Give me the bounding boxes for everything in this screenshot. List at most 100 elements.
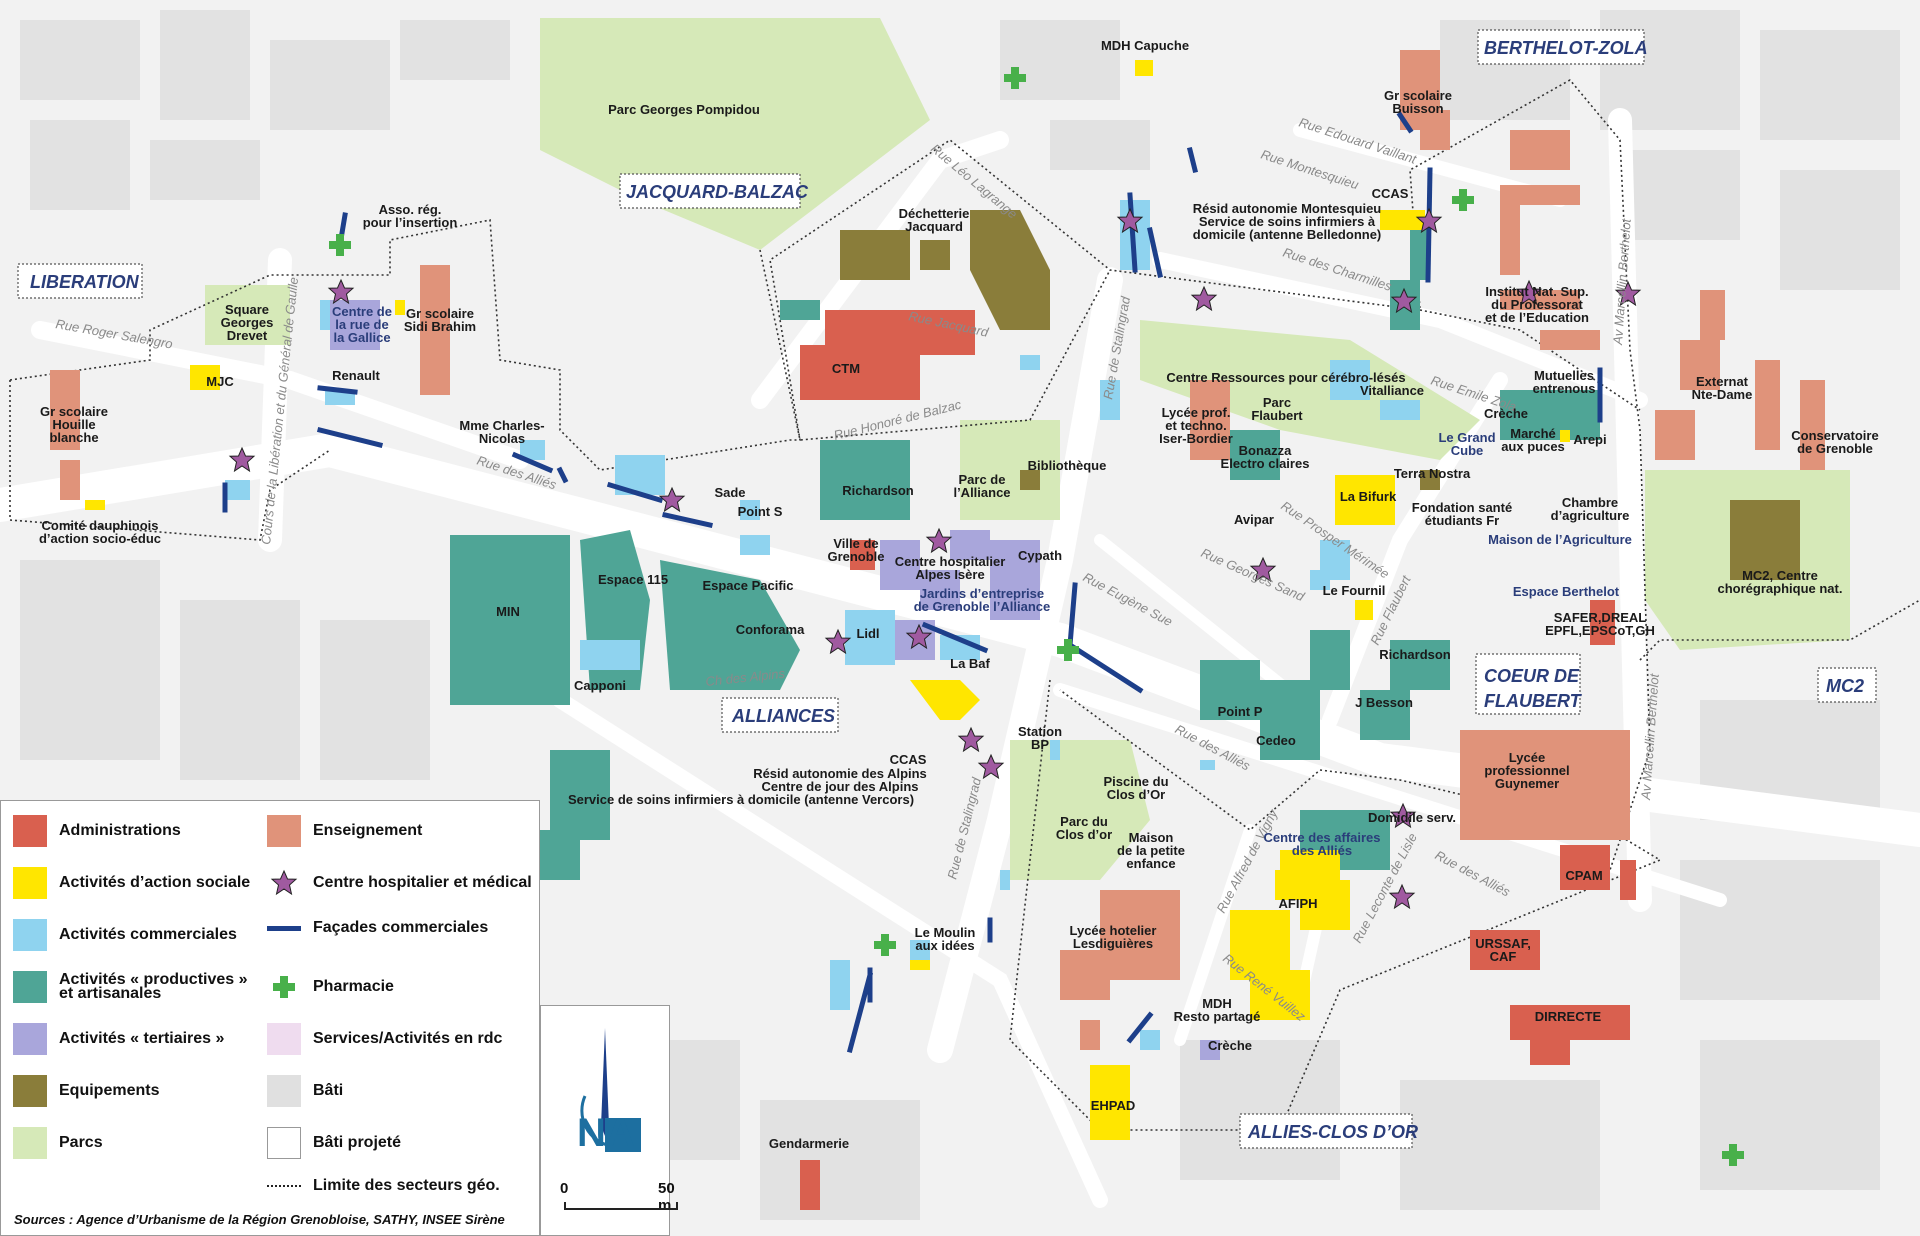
line-icon bbox=[267, 925, 301, 931]
label-creche-north: Crèche bbox=[1484, 406, 1528, 421]
label-point-p: Point P bbox=[1218, 704, 1263, 719]
label-fournil: Le Fournil bbox=[1323, 583, 1386, 598]
label-charles-2: Nicolas bbox=[479, 431, 525, 446]
label-houille-2: Houille bbox=[52, 417, 95, 432]
legend-swatch bbox=[13, 815, 47, 847]
legend-swatch bbox=[13, 1075, 47, 1107]
north-arrow-icon: NA bbox=[577, 1028, 641, 1155]
label-ehpad: EHPAD bbox=[1091, 1098, 1136, 1113]
legend-swatch bbox=[13, 971, 47, 1003]
label-houille-3: blanche bbox=[49, 430, 98, 445]
label-square-1: Square bbox=[225, 302, 269, 317]
label-ctm: CTM bbox=[832, 361, 860, 376]
label-lesdiguieres-2: Lesdiguières bbox=[1073, 936, 1153, 951]
sector-liberation: LIBERATION bbox=[17, 263, 143, 299]
scale-zero: 0 bbox=[560, 1180, 569, 1197]
label-conforama: Conforama bbox=[736, 622, 805, 637]
legend-productives: Activités « productives »et artisanales bbox=[13, 971, 248, 1003]
legend-swatch bbox=[267, 815, 301, 847]
sector-mc2: MC2 bbox=[1817, 667, 1877, 703]
background-buildings bbox=[20, 10, 1900, 1220]
label-montesquieu-1: Résid autonomie Montesquieu bbox=[1193, 201, 1382, 216]
legend-swatch bbox=[267, 1023, 301, 1055]
label-mjc: MJC bbox=[206, 374, 234, 389]
label-lycee-prof-1: Lycée prof. bbox=[1162, 405, 1231, 420]
label-clos-or-1: Parc du bbox=[1060, 814, 1108, 829]
label-clos-or-2: Clos d’or bbox=[1056, 827, 1112, 842]
label-affaires-2: des Alliés bbox=[1292, 843, 1352, 858]
label-parc-alliance-2: l’Alliance bbox=[953, 485, 1010, 500]
label-square-2: Georges bbox=[221, 315, 274, 330]
label-decheterie-2: Jacquard bbox=[905, 219, 963, 234]
label-parc-pompidou: Parc Georges Pompidou bbox=[608, 102, 760, 117]
legend-pharmacie: Pharmacie bbox=[267, 971, 394, 1003]
label-moulin-2: aux idées bbox=[915, 938, 974, 953]
label-montesquieu-2: Service de soins infirmiers à bbox=[1199, 214, 1376, 229]
legend-services-rdc: Services/Activités en rdc bbox=[267, 1023, 502, 1055]
label-lycee-prof-2: et techno. bbox=[1165, 418, 1226, 433]
label-alpins-1: Résid autonomie des Alpins bbox=[753, 766, 927, 781]
legend-swatch bbox=[267, 1127, 301, 1159]
label-asso-1: Asso. rég. bbox=[379, 202, 442, 217]
label-fondation-2: étudiants Fr bbox=[1425, 513, 1499, 528]
legend-bati: Bâti bbox=[267, 1075, 343, 1107]
label-asso-2: pour l’insertion bbox=[363, 215, 458, 230]
label-capponi: Capponi bbox=[574, 678, 626, 693]
sector-jacquard-balzac: JACQUARD-BALZAC bbox=[619, 173, 809, 209]
label-cpam: CPAM bbox=[1565, 868, 1602, 883]
north-arrow-panel: NA bbox=[540, 1005, 670, 1236]
commercial-buildings bbox=[225, 200, 1420, 1050]
cross-icon bbox=[273, 976, 295, 998]
label-moulin-1: Le Moulin bbox=[915, 925, 976, 940]
label-parc-flaubert-2: Flaubert bbox=[1251, 408, 1303, 423]
label-bibliotheque: Bibliothèque bbox=[1028, 458, 1107, 473]
dotted-line-icon bbox=[267, 1185, 301, 1187]
label-chu-2: Alpes Isère bbox=[915, 567, 984, 582]
legend-swatch bbox=[267, 1075, 301, 1107]
svg-text:BERTHELOT-ZOLA: BERTHELOT-ZOLA bbox=[1484, 38, 1648, 58]
label-urssaf-1: URSSAF, bbox=[1475, 936, 1531, 951]
label-externat-2: Nte-Dame bbox=[1692, 387, 1753, 402]
label-buisson-1: Gr scolaire bbox=[1384, 88, 1452, 103]
label-lycee-guy-3: Guynemer bbox=[1495, 776, 1559, 791]
label-point-s: Point S bbox=[738, 504, 783, 519]
label-grand-cube-2: Cube bbox=[1451, 443, 1484, 458]
administration-buildings bbox=[800, 310, 1636, 1210]
label-parc-flaubert-1: Parc bbox=[1263, 395, 1291, 410]
scale-bar: 0 50 m bbox=[560, 1180, 680, 1214]
label-grand-cube-1: Le Grand bbox=[1438, 430, 1495, 445]
sector-berthelot-zola: BERTHELOT-ZOLA bbox=[1477, 29, 1648, 65]
label-piscine-1: Piscine du bbox=[1103, 774, 1168, 789]
legend-administrations: Administrations bbox=[13, 815, 181, 847]
label-houille-1: Gr scolaire bbox=[40, 404, 108, 419]
label-marche-1: Marché bbox=[1510, 426, 1556, 441]
legend-tertiaires: Activités « tertiaires » bbox=[13, 1023, 224, 1055]
label-maison-enf-2: de la petite bbox=[1117, 843, 1185, 858]
pharmacy-icons bbox=[329, 67, 1744, 1166]
label-ccas-south: CCAS bbox=[890, 752, 927, 767]
label-conservatoire-1: Conservatoire bbox=[1791, 428, 1878, 443]
label-safer-2: EPFL,EPSCoT,GH bbox=[1545, 623, 1655, 638]
label-lidl: Lidl bbox=[856, 626, 879, 641]
label-creche-south: Crèche bbox=[1208, 1038, 1252, 1053]
label-station-2: BP bbox=[1031, 737, 1049, 752]
label-maison-agri: Maison de l’Agriculture bbox=[1488, 532, 1632, 547]
legend-equipements: Equipements bbox=[13, 1075, 159, 1107]
svg-text:ALLIANCES: ALLIANCES bbox=[731, 706, 835, 726]
sources-note: Sources : Agence d’Urbanisme de la Régio… bbox=[14, 1212, 505, 1227]
label-richardson-east: Richardson bbox=[1379, 647, 1451, 662]
label-externat-1: Externat bbox=[1696, 374, 1749, 389]
compass-letters: NA bbox=[577, 1111, 635, 1155]
label-dirrecte: DIRRECTE bbox=[1535, 1009, 1602, 1024]
label-mc2-2: chorégraphique nat. bbox=[1718, 581, 1843, 596]
legend-swatch bbox=[13, 1023, 47, 1055]
legend-action-sociale: Activités d’action sociale bbox=[13, 867, 250, 899]
social-buildings bbox=[85, 60, 1570, 1140]
label-gallice-1: Centre de bbox=[332, 304, 392, 319]
place-labels: MDH Capuche Parc Georges Pompidou Asso. … bbox=[39, 38, 1879, 1151]
label-besson: J Besson bbox=[1355, 695, 1413, 710]
tertiary-buildings bbox=[330, 300, 1220, 1060]
label-cerebro-1: Centre Ressources pour cérébro-lésés bbox=[1166, 370, 1405, 385]
legend-limit: Limite des secteurs géo. bbox=[267, 1177, 500, 1195]
label-lycee-prof-3: Iser-Bordier bbox=[1159, 431, 1233, 446]
